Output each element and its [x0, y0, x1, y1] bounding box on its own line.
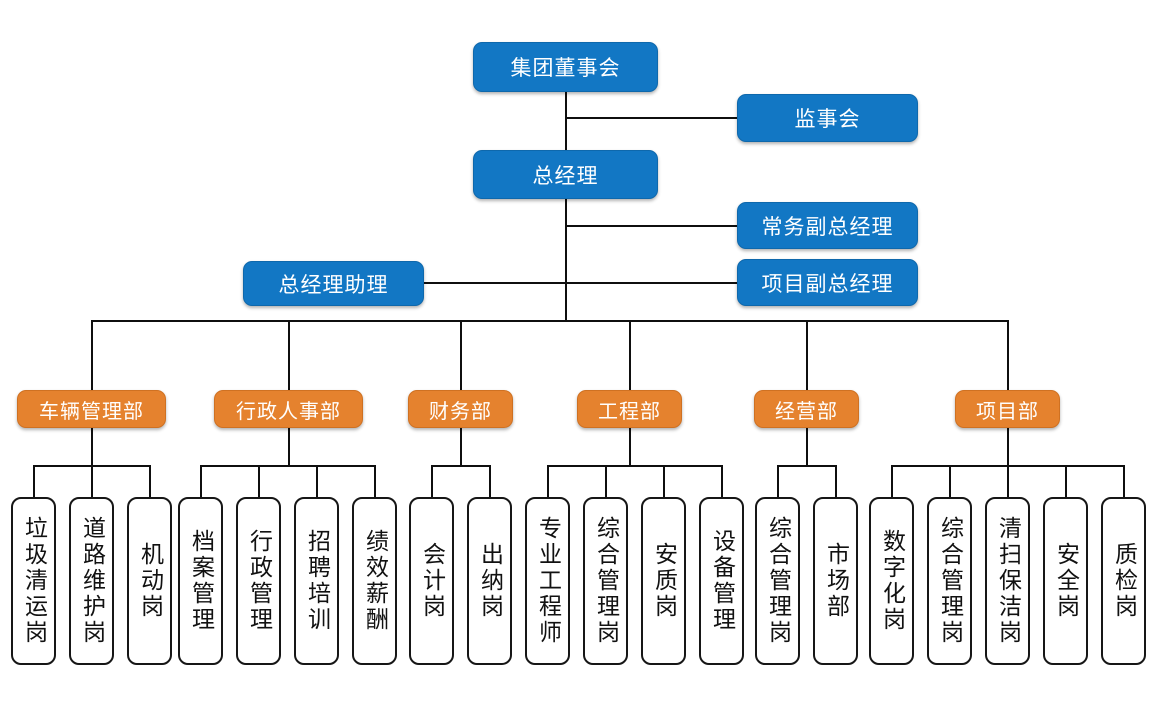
- node-position-digitalization[interactable]: 数字化岗: [869, 497, 914, 665]
- node-project-deputy-gm[interactable]: 项目副总经理: [737, 259, 918, 306]
- line-stem-dept-2: [288, 427, 290, 467]
- line-drop-leaf-4: [200, 465, 202, 498]
- node-department-operations[interactable]: 经营部: [754, 390, 859, 428]
- position-label: 综合管理岗: [936, 516, 963, 646]
- line-drop-leaf-3: [149, 465, 151, 498]
- position-label: 数字化岗: [878, 529, 905, 633]
- line-drop-dept-3: [460, 320, 462, 390]
- position-label: 专业工程师: [534, 516, 561, 646]
- line-drop-leaf-11: [605, 465, 607, 498]
- line-stem-dept-1: [91, 427, 93, 467]
- line-drop-leaf-19: [1065, 465, 1067, 498]
- line-stem-dept-4: [629, 427, 631, 467]
- line-to-exec-deputy: [565, 225, 737, 227]
- node-supervisory-board[interactable]: 监事会: [737, 94, 918, 142]
- node-executive-deputy-gm[interactable]: 常务副总经理: [737, 202, 918, 249]
- line-drop-leaf-18: [1007, 465, 1009, 498]
- position-label: 综合管理岗: [592, 516, 619, 646]
- line-to-project-deputy: [565, 282, 737, 284]
- node-gm-assistant[interactable]: 总经理助理: [243, 261, 424, 306]
- node-position-road-maintenance[interactable]: 道路维护岗: [69, 497, 114, 665]
- line-drop-dept-2: [288, 320, 290, 390]
- line-stem-dept-5: [806, 427, 808, 467]
- node-position-admin-management[interactable]: 行政管理: [236, 497, 281, 665]
- line-drop-leaf-15: [835, 465, 837, 498]
- node-position-accounting[interactable]: 会计岗: [409, 497, 454, 665]
- node-position-professional-engineer[interactable]: 专业工程师: [525, 497, 570, 665]
- node-position-safety-quality[interactable]: 安质岗: [641, 497, 686, 665]
- node-department-admin-hr[interactable]: 行政人事部: [214, 390, 363, 428]
- node-position-proj-general-management[interactable]: 综合管理岗: [927, 497, 972, 665]
- node-position-quality-inspection[interactable]: 质检岗: [1101, 497, 1146, 665]
- line-drop-leaf-9: [489, 465, 491, 498]
- line-drop-leaf-8: [431, 465, 433, 498]
- line-drop-dept-1: [91, 320, 93, 390]
- position-label: 绩效薪酬: [361, 529, 388, 633]
- position-label: 垃圾清运岗: [20, 516, 47, 646]
- line-drop-leaf-6: [316, 465, 318, 498]
- line-drop-leaf-16: [891, 465, 893, 498]
- position-label: 档案管理: [187, 529, 214, 633]
- line-branch-bar-3: [431, 465, 489, 467]
- line-branch-bar-5: [777, 465, 835, 467]
- position-label: 会计岗: [418, 542, 445, 620]
- line-drop-leaf-14: [777, 465, 779, 498]
- node-position-archive-management[interactable]: 档案管理: [178, 497, 223, 665]
- line-drop-leaf-17: [949, 465, 951, 498]
- node-general-manager[interactable]: 总经理: [473, 150, 658, 199]
- position-label: 招聘培训: [303, 529, 330, 633]
- line-drop-leaf-1: [33, 465, 35, 498]
- position-label: 清扫保洁岗: [994, 516, 1021, 646]
- line-drop-leaf-10: [547, 465, 549, 498]
- line-gm-down: [565, 199, 567, 321]
- line-branch-bar-2: [200, 465, 375, 467]
- line-stem-dept-6: [1007, 427, 1009, 467]
- line-branch-bar-4: [547, 465, 722, 467]
- line-drop-leaf-2: [91, 465, 93, 498]
- line-drop-dept-6: [1007, 320, 1009, 390]
- line-drop-leaf-13: [721, 465, 723, 498]
- node-position-equipment-management[interactable]: 设备管理: [699, 497, 744, 665]
- position-label: 安质岗: [650, 542, 677, 620]
- line-drop-leaf-20: [1123, 465, 1125, 498]
- node-department-vehicle-management[interactable]: 车辆管理部: [17, 390, 166, 428]
- position-label: 安全岗: [1052, 542, 1079, 620]
- position-label: 机动岗: [136, 542, 163, 620]
- position-label: 设备管理: [708, 529, 735, 633]
- line-drop-leaf-12: [663, 465, 665, 498]
- node-department-finance[interactable]: 财务部: [408, 390, 513, 428]
- line-drop-dept-5: [806, 320, 808, 390]
- node-position-cleaning-sanitation[interactable]: 清扫保洁岗: [985, 497, 1030, 665]
- position-label: 综合管理岗: [764, 516, 791, 646]
- node-board-of-directors[interactable]: 集团董事会: [473, 42, 658, 92]
- node-department-engineering[interactable]: 工程部: [577, 390, 682, 428]
- node-position-marketing[interactable]: 市场部: [813, 497, 858, 665]
- position-label: 行政管理: [245, 529, 272, 633]
- line-board-down: [565, 92, 567, 174]
- node-department-project[interactable]: 项目部: [955, 390, 1060, 428]
- line-to-gm-assistant: [424, 282, 566, 284]
- node-position-recruitment-training[interactable]: 招聘培训: [294, 497, 339, 665]
- node-position-performance-compensation[interactable]: 绩效薪酬: [352, 497, 397, 665]
- node-position-eng-general-management[interactable]: 综合管理岗: [583, 497, 628, 665]
- node-position-safety[interactable]: 安全岗: [1043, 497, 1088, 665]
- position-label: 道路维护岗: [78, 516, 105, 646]
- position-label: 市场部: [822, 542, 849, 620]
- node-position-mobile-duty[interactable]: 机动岗: [127, 497, 172, 665]
- line-drop-leaf-5: [258, 465, 260, 498]
- node-position-waste-transport[interactable]: 垃圾清运岗: [11, 497, 56, 665]
- line-drop-dept-4: [629, 320, 631, 390]
- position-label: 出纳岗: [476, 542, 503, 620]
- line-drop-leaf-7: [374, 465, 376, 498]
- node-position-ops-general-management[interactable]: 综合管理岗: [755, 497, 800, 665]
- node-position-cashier[interactable]: 出纳岗: [467, 497, 512, 665]
- position-label: 质检岗: [1110, 542, 1137, 620]
- line-stem-dept-3: [460, 427, 462, 467]
- line-department-bus: [91, 320, 1009, 322]
- line-to-supervisory: [565, 117, 737, 119]
